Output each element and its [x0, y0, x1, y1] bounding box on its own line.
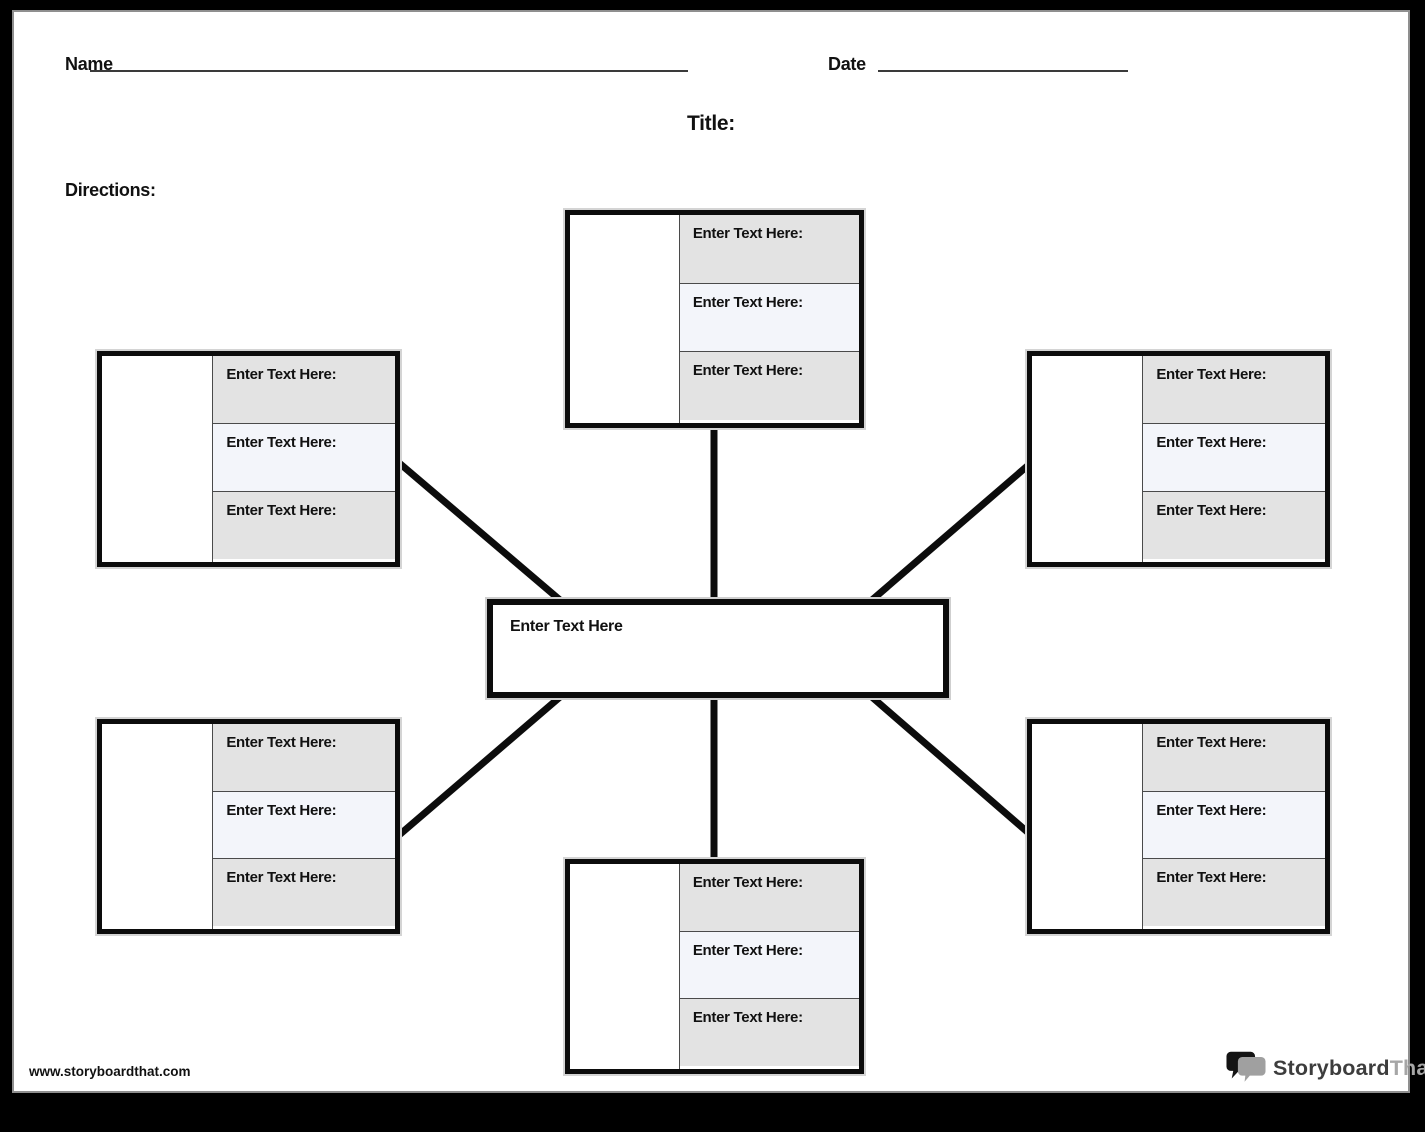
row-placeholder-text: Enter Text Here: [1156, 801, 1267, 819]
spoke-image-cell[interactable] [102, 724, 214, 929]
center-topic-placeholder: Enter Text Here [510, 618, 623, 635]
row-placeholder-text: Enter Text Here: [1156, 434, 1267, 451]
date-label: Date [828, 54, 866, 74]
row-placeholder-text: Enter Text Here: [1156, 869, 1267, 887]
center-topic-box[interactable]: Enter Text Here [487, 599, 949, 698]
spoke-text-row[interactable]: Enter Text Here: [679, 864, 859, 931]
row-placeholder-text: Enter Text Here: [692, 1009, 803, 1027]
row-placeholder-text: Enter Text Here: [692, 941, 803, 959]
spoke-rows: Enter Text Here: Enter Text Here: Enter … [1143, 356, 1325, 559]
spoke-box-bottom-right: Enter Text Here: Enter Text Here: Enter … [1027, 719, 1330, 934]
row-placeholder-text: Enter Text Here: [226, 869, 337, 887]
row-placeholder-text: Enter Text Here: [692, 293, 803, 311]
row-placeholder-text: Enter Text Here: [226, 366, 337, 383]
logo-text-secondary: That [1389, 1055, 1425, 1080]
row-placeholder-text: Enter Text Here: [1156, 366, 1267, 383]
spoke-rows: Enter Text Here: Enter Text Here: Enter … [679, 864, 859, 1067]
spoke-rows: Enter Text Here: Enter Text Here: Enter … [679, 215, 859, 421]
spoke-box-bottom-left: Enter Text Here: Enter Text Here: Enter … [97, 719, 400, 934]
spoke-rows: Enter Text Here: Enter Text Here: Enter … [213, 356, 395, 559]
spoke-text-row[interactable]: Enter Text Here: [679, 215, 859, 283]
spoke-text-row[interactable]: Enter Text Here: [1143, 790, 1325, 859]
row-placeholder-text: Enter Text Here: [226, 734, 337, 751]
spoke-image-cell[interactable] [1032, 724, 1144, 929]
worksheet-page: Name Date Title: Directions: Enter Text … [12, 10, 1425, 1093]
row-placeholder-text: Enter Text Here: [692, 874, 803, 891]
name-label: Name [65, 54, 113, 74]
row-placeholder-text: Enter Text Here: [692, 362, 803, 380]
storyboardthat-logo: StoryboardThat [1226, 1050, 1425, 1086]
spoke-text-row[interactable]: Enter Text Here: [1143, 356, 1325, 423]
spoke-rows: Enter Text Here: Enter Text Here: Enter … [1143, 724, 1325, 927]
speech-bubbles-icon [1226, 1051, 1266, 1082]
connector-line [395, 688, 570, 839]
row-placeholder-text: Enter Text Here: [226, 801, 337, 819]
spoke-text-row[interactable]: Enter Text Here: [213, 491, 395, 559]
spoke-rows: Enter Text Here: Enter Text Here: Enter … [213, 724, 395, 927]
spoke-text-row[interactable]: Enter Text Here: [679, 998, 859, 1067]
spoke-text-row[interactable]: Enter Text Here: [213, 858, 395, 927]
spoke-image-cell[interactable] [570, 215, 680, 423]
connector-lines [395, 427, 1035, 864]
connector-line [862, 688, 1035, 839]
spoke-image-cell[interactable] [570, 864, 680, 1069]
spoke-text-row[interactable]: Enter Text Here: [213, 423, 395, 491]
page-title: Title: [687, 112, 735, 135]
spoke-box-top-left: Enter Text Here: Enter Text Here: Enter … [97, 351, 400, 567]
spoke-text-row[interactable]: Enter Text Here: [679, 351, 859, 421]
row-placeholder-text: Enter Text Here: [1156, 502, 1267, 519]
spoke-text-row[interactable]: Enter Text Here: [679, 282, 859, 352]
spoke-text-row[interactable]: Enter Text Here: [1143, 724, 1325, 791]
name-line [90, 70, 688, 72]
footer-website: www.storyboardthat.com [29, 1064, 191, 1079]
date-line [878, 70, 1128, 72]
connector-line [395, 459, 570, 609]
spoke-image-cell[interactable] [102, 356, 214, 562]
spoke-text-row[interactable]: Enter Text Here: [679, 930, 859, 999]
row-placeholder-text: Enter Text Here: [1156, 734, 1267, 751]
spoke-box-top-right: Enter Text Here: Enter Text Here: Enter … [1027, 351, 1330, 567]
logo-text: StoryboardThat [1273, 1056, 1425, 1081]
spoke-box-top-center: Enter Text Here: Enter Text Here: Enter … [565, 210, 864, 428]
spoke-text-row[interactable]: Enter Text Here: [1143, 423, 1325, 491]
spoke-text-row[interactable]: Enter Text Here: [213, 356, 395, 423]
row-placeholder-text: Enter Text Here: [226, 502, 337, 519]
spoke-text-row[interactable]: Enter Text Here: [213, 790, 395, 859]
row-placeholder-text: Enter Text Here: [692, 225, 803, 242]
connector-line [862, 459, 1035, 609]
spoke-box-bottom-center: Enter Text Here: Enter Text Here: Enter … [565, 859, 864, 1074]
spoke-text-row[interactable]: Enter Text Here: [213, 724, 395, 791]
logo-text-primary: Storyboard [1273, 1055, 1390, 1080]
spoke-text-row[interactable]: Enter Text Here: [1143, 491, 1325, 559]
spoke-image-cell[interactable] [1032, 356, 1144, 562]
directions-label: Directions: [65, 180, 156, 200]
spoke-text-row[interactable]: Enter Text Here: [1143, 858, 1325, 927]
row-placeholder-text: Enter Text Here: [226, 434, 337, 451]
